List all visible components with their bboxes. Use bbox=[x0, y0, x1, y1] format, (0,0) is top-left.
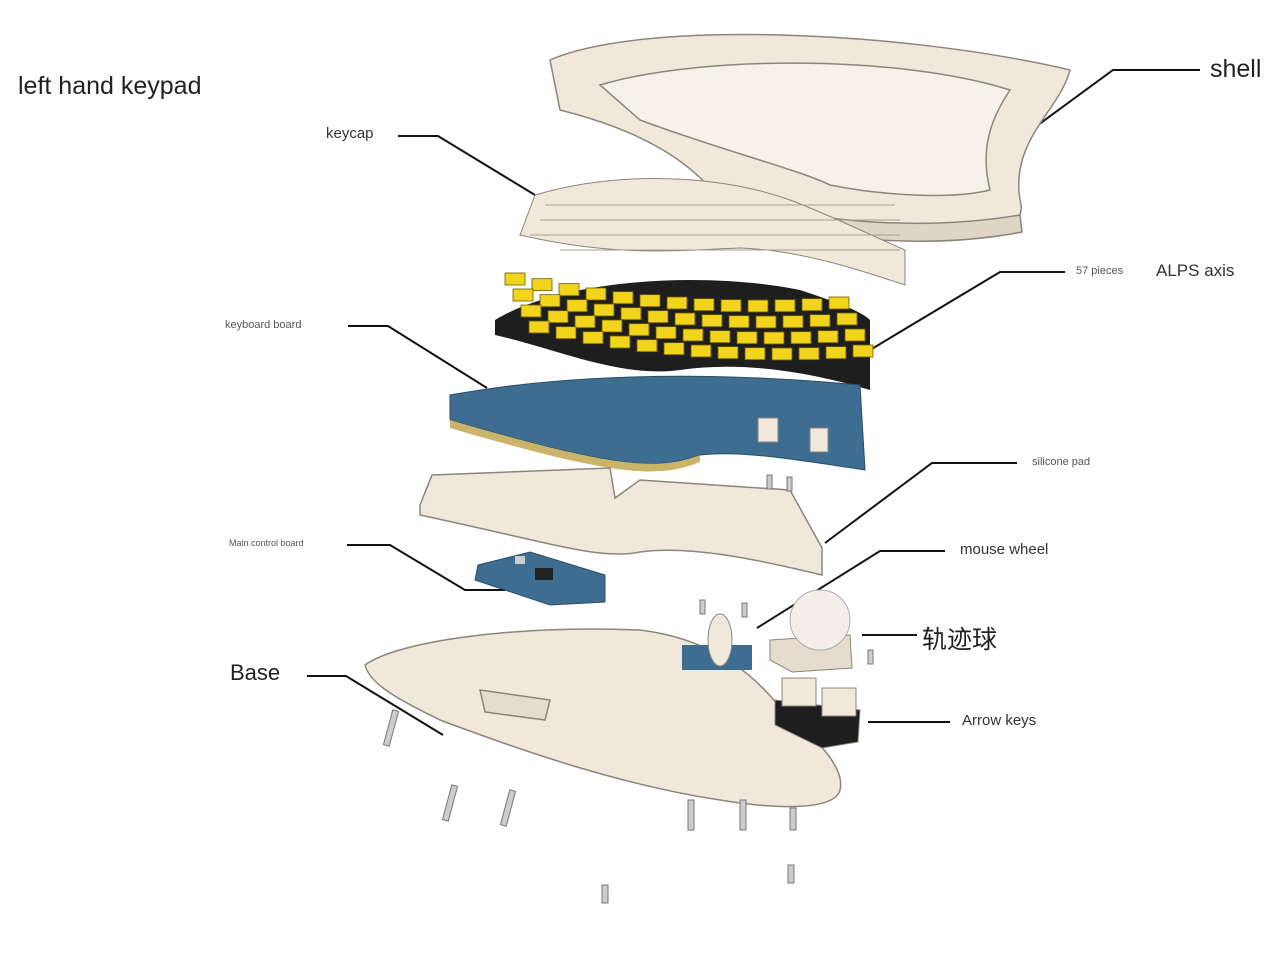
switch-top bbox=[809, 314, 831, 328]
switch-top bbox=[801, 298, 823, 312]
label-keyboard-board: keyboard board bbox=[225, 319, 302, 331]
switch-top bbox=[566, 299, 588, 313]
keycaps-part bbox=[519, 178, 906, 286]
switch-top bbox=[539, 294, 561, 308]
switch-top bbox=[728, 315, 750, 329]
switch-top bbox=[717, 346, 739, 360]
switch-top bbox=[701, 314, 723, 328]
switch-top bbox=[844, 328, 866, 342]
switch-top bbox=[744, 347, 766, 361]
switch-top bbox=[682, 328, 704, 342]
switch-top bbox=[817, 330, 839, 344]
switch-top bbox=[774, 299, 796, 313]
label-base: Base bbox=[230, 660, 281, 685]
switch-top bbox=[593, 303, 615, 317]
label-silicone-pad: silicone pad bbox=[1032, 456, 1091, 468]
switch-top bbox=[782, 315, 804, 329]
switch-top bbox=[528, 320, 550, 334]
switch-top bbox=[755, 315, 777, 329]
switch-top bbox=[582, 331, 604, 345]
arrow-keys-part bbox=[774, 677, 861, 749]
switch-top bbox=[852, 344, 874, 358]
shell-part bbox=[549, 33, 1071, 242]
switch-top bbox=[612, 291, 634, 305]
switch-top bbox=[747, 299, 769, 313]
switch-top bbox=[666, 296, 688, 310]
switch-top bbox=[601, 319, 623, 333]
switch-top bbox=[531, 278, 553, 292]
switch-top bbox=[628, 323, 650, 337]
switch-top bbox=[771, 347, 793, 361]
switch-top bbox=[836, 312, 858, 326]
switch-top bbox=[504, 272, 526, 286]
page-title: left hand keypad bbox=[18, 72, 202, 100]
leader-lines bbox=[307, 69, 1200, 736]
switch-top bbox=[828, 296, 850, 310]
switch-top bbox=[585, 287, 607, 301]
switch-top bbox=[620, 307, 642, 321]
alps-switches-part bbox=[495, 272, 874, 390]
main-control-board-part bbox=[474, 551, 606, 606]
label-trackball: 轨迹球 bbox=[922, 626, 998, 654]
trackball-part bbox=[769, 589, 853, 673]
switch-top bbox=[798, 347, 820, 361]
switch-top bbox=[547, 310, 569, 324]
label-keycap: keycap bbox=[326, 125, 374, 142]
switch-top bbox=[555, 326, 577, 340]
switch-top bbox=[647, 310, 669, 324]
switch-top bbox=[663, 342, 685, 356]
switch-top bbox=[574, 315, 596, 329]
switch-top bbox=[520, 304, 542, 318]
label-arrow-keys: Arrow keys bbox=[962, 712, 1037, 729]
mouse-wheel-part bbox=[682, 613, 752, 670]
switch-top bbox=[693, 298, 715, 312]
switch-top bbox=[558, 283, 580, 297]
base-part bbox=[364, 628, 842, 808]
label-shell: shell bbox=[1210, 55, 1262, 83]
switch-top bbox=[674, 312, 696, 326]
switch-top bbox=[790, 331, 812, 345]
switch-top bbox=[512, 288, 534, 302]
keyboard-board-part bbox=[449, 375, 866, 472]
switch-top bbox=[736, 331, 758, 345]
screws bbox=[382, 474, 874, 904]
label-57-pieces: 57 pieces bbox=[1076, 265, 1124, 277]
switch-top bbox=[636, 339, 658, 353]
switch-top bbox=[655, 326, 677, 340]
switch-top bbox=[690, 344, 712, 358]
switch-top bbox=[609, 335, 631, 349]
silicone-pad-part bbox=[419, 467, 823, 576]
switch-top bbox=[763, 331, 785, 345]
label-mouse-wheel: mouse wheel bbox=[960, 541, 1049, 558]
switch-top bbox=[825, 346, 847, 360]
switch-top bbox=[720, 299, 742, 313]
label-alps-axis: ALPS axis bbox=[1156, 261, 1235, 280]
label-main-control-board: Main control board bbox=[229, 538, 304, 548]
switch-top bbox=[709, 330, 731, 344]
switch-top bbox=[639, 294, 661, 308]
